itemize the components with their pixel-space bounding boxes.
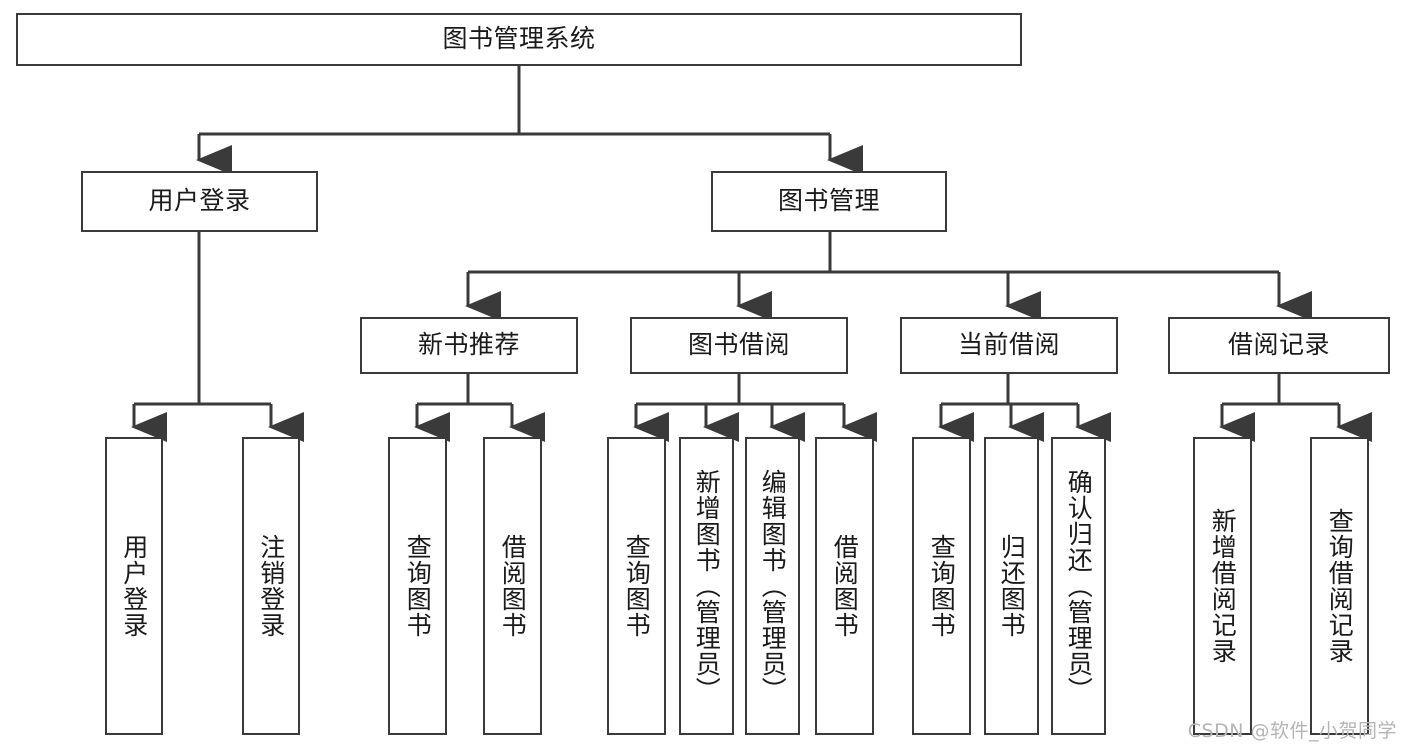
node-new-book-recommend[interactable]: 新书推荐 bbox=[360, 317, 578, 374]
node-user-login-label: 用户登录 bbox=[148, 186, 251, 216]
node-book-borrow[interactable]: 图书借阅 bbox=[630, 317, 848, 374]
leaf-node-label: 编辑图书（管理员） bbox=[758, 469, 788, 703]
node-borrow-record[interactable]: 借阅记录 bbox=[1168, 317, 1390, 374]
node-current-borrow[interactable]: 当前借阅 bbox=[900, 317, 1118, 374]
leaf-node[interactable]: 查询借阅记录 bbox=[1310, 437, 1369, 735]
leaf-node-label: 归还图书 bbox=[997, 534, 1027, 638]
leaf-node[interactable]: 确认归还（管理员） bbox=[1051, 437, 1106, 735]
node-user-login[interactable]: 用户登录 bbox=[81, 171, 318, 232]
node-current-borrow-label: 当前借阅 bbox=[957, 330, 1060, 360]
node-book-management[interactable]: 图书管理 bbox=[711, 171, 947, 232]
leaf-node-label: 注销登录 bbox=[256, 534, 286, 638]
leaf-node[interactable]: 用户登录 bbox=[105, 437, 163, 735]
leaf-node[interactable]: 借阅图书 bbox=[815, 437, 874, 735]
node-borrow-record-label: 借阅记录 bbox=[1227, 330, 1330, 360]
node-book-borrow-label: 图书借阅 bbox=[687, 330, 790, 360]
leaf-node-label: 查询借阅记录 bbox=[1325, 508, 1355, 664]
leaf-node[interactable]: 查询图书 bbox=[912, 437, 971, 735]
leaf-node-label: 查询图书 bbox=[927, 534, 957, 638]
leaf-node[interactable]: 新增借阅记录 bbox=[1193, 437, 1252, 735]
node-book-management-label: 图书管理 bbox=[777, 186, 880, 216]
leaf-node-label: 借阅图书 bbox=[498, 534, 528, 638]
leaf-node-label: 用户登录 bbox=[119, 534, 149, 638]
leaf-node-label: 新增借阅记录 bbox=[1208, 508, 1238, 664]
leaf-node[interactable]: 注销登录 bbox=[242, 437, 300, 735]
leaf-node-label: 新增图书（管理员） bbox=[692, 469, 722, 703]
node-root[interactable]: 图书管理系统 bbox=[16, 13, 1022, 66]
leaf-node[interactable]: 借阅图书 bbox=[483, 437, 542, 735]
csdn-watermark: CSDN @软件_小贺同学 bbox=[1187, 720, 1397, 742]
leaf-node[interactable]: 新增图书（管理员） bbox=[679, 437, 734, 735]
leaf-node-label: 查询图书 bbox=[403, 534, 433, 638]
node-new-book-recommend-label: 新书推荐 bbox=[417, 330, 520, 360]
leaf-node-label: 借阅图书 bbox=[830, 534, 860, 638]
leaf-node[interactable]: 查询图书 bbox=[607, 437, 666, 735]
leaf-node[interactable]: 编辑图书（管理员） bbox=[745, 437, 800, 735]
leaf-node-label: 确认归还（管理员） bbox=[1064, 469, 1094, 703]
node-root-label: 图书管理系统 bbox=[442, 24, 596, 54]
leaf-node[interactable]: 查询图书 bbox=[388, 437, 447, 735]
leaf-node-label: 查询图书 bbox=[622, 534, 652, 638]
leaf-node[interactable]: 归还图书 bbox=[984, 437, 1039, 735]
